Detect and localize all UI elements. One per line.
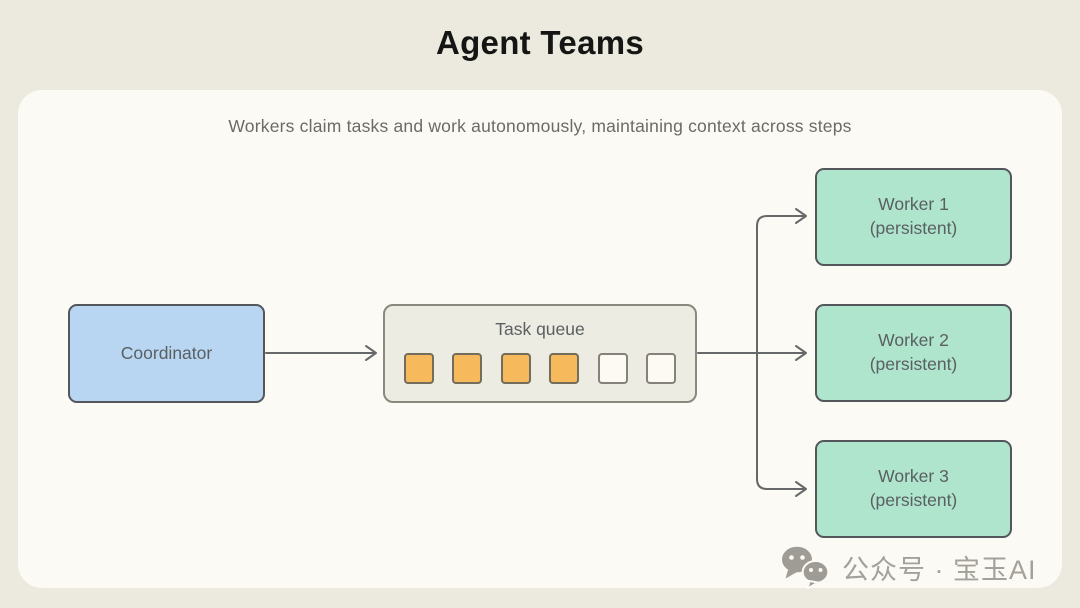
watermark: 公众号 · 宝玉AI bbox=[780, 544, 1060, 590]
worker-2-node: Worker 2 (persistent) bbox=[815, 304, 1012, 402]
worker-2-name: Worker 2 bbox=[878, 330, 949, 351]
task-slot-filled bbox=[500, 353, 531, 384]
diagram-subtitle: Workers claim tasks and work autonomousl… bbox=[228, 116, 852, 136]
worker-1-name: Worker 1 bbox=[878, 194, 949, 215]
page-title: Agent Teams bbox=[435, 24, 645, 61]
worker-3-sub: (persistent) bbox=[869, 490, 958, 510]
task-queue-slots bbox=[404, 353, 676, 384]
task-slot-filled bbox=[404, 353, 434, 384]
task-queue-label: Task queue bbox=[495, 319, 585, 339]
task-slot-empty bbox=[597, 353, 628, 384]
watermark-text: 公众号 · 宝玉AI bbox=[842, 554, 1037, 585]
task-slot-empty bbox=[645, 353, 676, 384]
worker-2-sub: (persistent) bbox=[869, 354, 958, 374]
task-slot-filled bbox=[452, 353, 483, 384]
coordinator-node: Coordinator bbox=[68, 304, 265, 403]
wechat-icon bbox=[782, 546, 830, 589]
worker-1-node: Worker 1 (persistent) bbox=[815, 168, 1012, 266]
worker-3-node: Worker 3 (persistent) bbox=[815, 440, 1012, 538]
task-queue-node: Task queue bbox=[383, 304, 697, 403]
worker-1-sub: (persistent) bbox=[869, 218, 958, 238]
coordinator-label: Coordinator bbox=[120, 342, 213, 363]
worker-3-name: Worker 3 bbox=[878, 466, 949, 487]
task-slot-filled bbox=[549, 353, 580, 384]
